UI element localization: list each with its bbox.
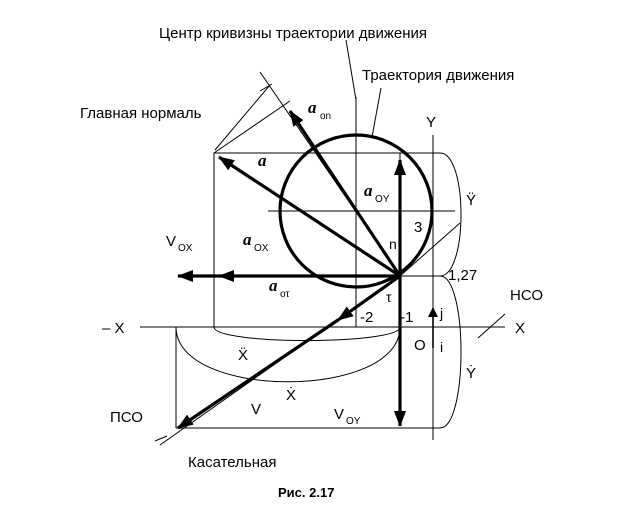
value-m1-label: -1 xyxy=(400,309,413,326)
y-axis-label: Y xyxy=(426,114,436,131)
svg-text:a: a xyxy=(258,151,267,170)
x-axis-label: X xyxy=(515,320,525,337)
xd-label: Ẋ xyxy=(286,386,296,404)
a-ox-label: a OX xyxy=(243,230,269,254)
ydd-label: Ÿ xyxy=(466,192,476,209)
value-127-label: 1,27 xyxy=(448,267,477,284)
xd-brace xyxy=(175,326,401,383)
v-oy-label: V OY xyxy=(334,406,361,427)
n-label: n xyxy=(389,236,397,252)
construction-lines xyxy=(154,71,461,442)
trajectory-label: Траектория движения xyxy=(362,67,514,84)
origin-label: O xyxy=(414,337,426,354)
vector-a xyxy=(218,155,401,278)
main-normal-line xyxy=(214,84,271,151)
tau-label: τ xyxy=(386,289,392,305)
vector-v xyxy=(177,318,339,430)
unit-j-label: j xyxy=(439,305,443,321)
vector-a-otau xyxy=(337,274,401,322)
value-3-label: 3 xyxy=(414,219,422,236)
svg-text:V: V xyxy=(334,406,344,423)
main-normal-label: Главная нормаль xyxy=(80,105,202,122)
svg-text:OX: OX xyxy=(178,243,193,254)
svg-text:a: a xyxy=(364,181,373,200)
a-otau-label: a oτ xyxy=(269,276,290,300)
ydd-brace xyxy=(439,152,462,277)
svg-text:OY: OY xyxy=(375,194,390,205)
curvature-center-leader xyxy=(345,39,357,101)
svg-text:oτ: oτ xyxy=(280,289,290,300)
xdd-brace xyxy=(213,326,401,341)
svg-text:a: a xyxy=(243,230,252,249)
nso-line xyxy=(477,313,506,339)
figure-caption: Рис. 2.17 xyxy=(278,485,334,500)
svg-text:V: V xyxy=(251,401,261,418)
svg-text:on: on xyxy=(320,111,331,122)
trajectory-circle xyxy=(278,133,434,289)
pso-label: ПСО xyxy=(110,409,143,426)
tangent-label: Касательная xyxy=(188,454,276,471)
a-on-label: a on xyxy=(308,98,331,122)
yd-label: Ẏ xyxy=(466,364,476,382)
svg-text:OY: OY xyxy=(346,416,361,427)
yd-brace xyxy=(439,275,462,429)
vector-a-on xyxy=(288,110,402,277)
svg-text:OX: OX xyxy=(254,243,269,254)
v-label: V xyxy=(251,401,261,418)
svg-text:a: a xyxy=(269,276,278,295)
svg-text:V: V xyxy=(166,233,176,250)
unit-i-label: i xyxy=(440,339,443,355)
value-m2-label: -2 xyxy=(360,309,373,326)
neg-x-axis-label: – X xyxy=(102,320,125,337)
curvature-center-label: Центр кривизны траектории движения xyxy=(159,25,427,42)
nso-label: НСО xyxy=(510,287,543,304)
svg-text:a: a xyxy=(308,98,317,117)
v-ox-label: V OX xyxy=(166,233,193,254)
a-oy-label: a OY xyxy=(364,181,390,205)
xdd-label: Ẍ xyxy=(238,347,248,364)
trajectory-leader xyxy=(371,87,382,138)
a-label: a xyxy=(258,151,267,170)
